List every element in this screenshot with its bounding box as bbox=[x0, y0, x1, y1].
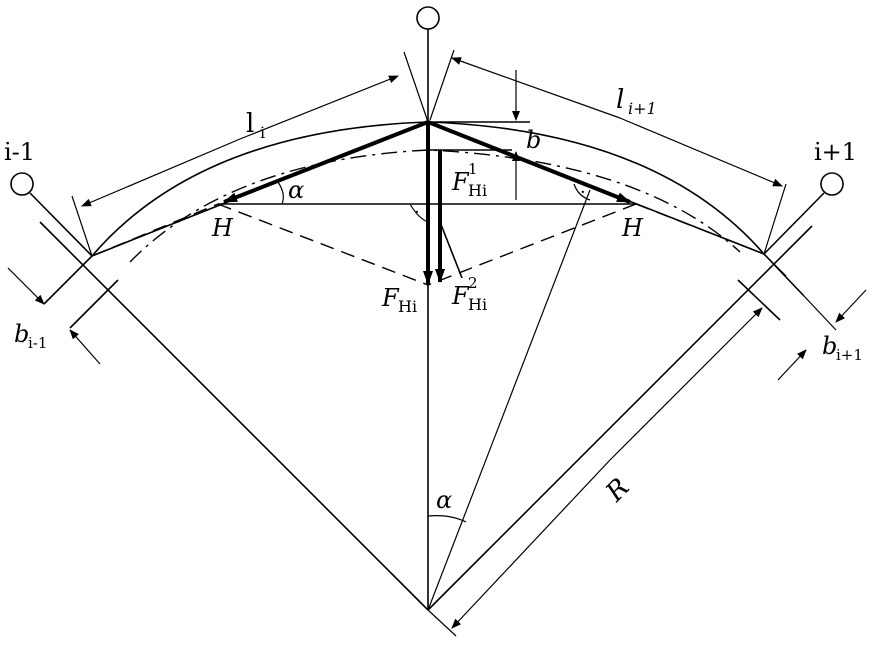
force-comp1-sup: 1 bbox=[468, 160, 478, 178]
span-right-dim bbox=[451, 57, 621, 119]
pole-label-right: i+1 bbox=[814, 138, 857, 166]
pole-stem-right bbox=[763, 192, 825, 255]
radius-line-right bbox=[427, 225, 813, 611]
span-right-sub: i+1 bbox=[628, 99, 657, 118]
angle-label-top: α bbox=[288, 176, 304, 204]
offset-left-dim2 bbox=[69, 329, 101, 365]
offset-right-dim1 bbox=[835, 289, 867, 323]
span-left-ext2 bbox=[403, 51, 429, 123]
pole-circle-icon-left bbox=[10, 172, 34, 196]
radius-label: R bbox=[600, 473, 636, 509]
offset-right-dim2 bbox=[777, 349, 807, 381]
span-left-sub: i bbox=[260, 123, 265, 142]
offset-left-label: b bbox=[14, 320, 29, 348]
offset-right-line2 bbox=[737, 279, 781, 321]
span-left-ext1 bbox=[71, 195, 93, 257]
angle-arc-top bbox=[277, 181, 284, 205]
pole-circle-icon-right bbox=[820, 172, 844, 196]
right-angle-icon-center bbox=[409, 203, 429, 223]
force-comp2-sub: Hi bbox=[468, 295, 487, 314]
span-right-ext2 bbox=[429, 49, 455, 121]
span-right-ext1 bbox=[763, 183, 787, 255]
right-angle-icon-right bbox=[573, 183, 591, 201]
force-comp2-sup: 2 bbox=[468, 274, 478, 292]
span-left-label: l bbox=[246, 109, 254, 139]
radius-dim-ext-top bbox=[763, 253, 787, 277]
span-right-label: l bbox=[616, 85, 624, 115]
offset-right-sub: i+1 bbox=[836, 346, 863, 364]
offset-right-ext bbox=[803, 295, 837, 331]
force-comp2-leader bbox=[439, 221, 463, 279]
pole-stem-left bbox=[29, 192, 93, 257]
offset-left-sub: i-1 bbox=[28, 334, 47, 352]
sag-label: b bbox=[526, 126, 541, 154]
angle-label-bottom: α bbox=[436, 486, 452, 514]
dashed-outer-right bbox=[635, 203, 765, 255]
force-h-left-arrow bbox=[223, 120, 429, 204]
dashed-right bbox=[427, 203, 637, 286]
dashed-left bbox=[217, 203, 429, 286]
radius-dim-line2 bbox=[451, 459, 611, 629]
force-resultant-sub: Hi bbox=[398, 297, 417, 316]
right-angle-dot-right: · bbox=[580, 182, 586, 203]
right-angle-dot-center: · bbox=[414, 202, 420, 223]
force-comp1-sub: Hi bbox=[468, 181, 487, 200]
offset-left-dim1 bbox=[7, 267, 45, 305]
span-right-dim2 bbox=[619, 117, 783, 187]
force-h-right-arrow bbox=[427, 120, 631, 204]
pole-label-left: i-1 bbox=[4, 138, 35, 166]
pole-circle-icon-top bbox=[416, 6, 440, 30]
force-resultant-label: F bbox=[381, 284, 400, 312]
force-comp2-label: F bbox=[451, 282, 470, 310]
force-comp1-label: F bbox=[451, 168, 470, 196]
radius-line-left bbox=[39, 221, 429, 611]
offset-left-line1 bbox=[43, 255, 93, 305]
radius-dim-ext-bot bbox=[427, 609, 457, 637]
force-h-label-left: H bbox=[211, 214, 234, 242]
span-left-dim2 bbox=[239, 75, 399, 140]
radius-line-inner bbox=[427, 189, 591, 611]
offset-left-line2 bbox=[69, 279, 119, 329]
radius-dim-line bbox=[609, 307, 763, 461]
span-left-dim bbox=[81, 138, 241, 207]
force-h-label-right: H bbox=[621, 214, 644, 242]
angle-arc-bottom bbox=[427, 515, 467, 523]
dashed-outer-left bbox=[91, 203, 219, 257]
offset-right-label: b bbox=[822, 332, 837, 360]
